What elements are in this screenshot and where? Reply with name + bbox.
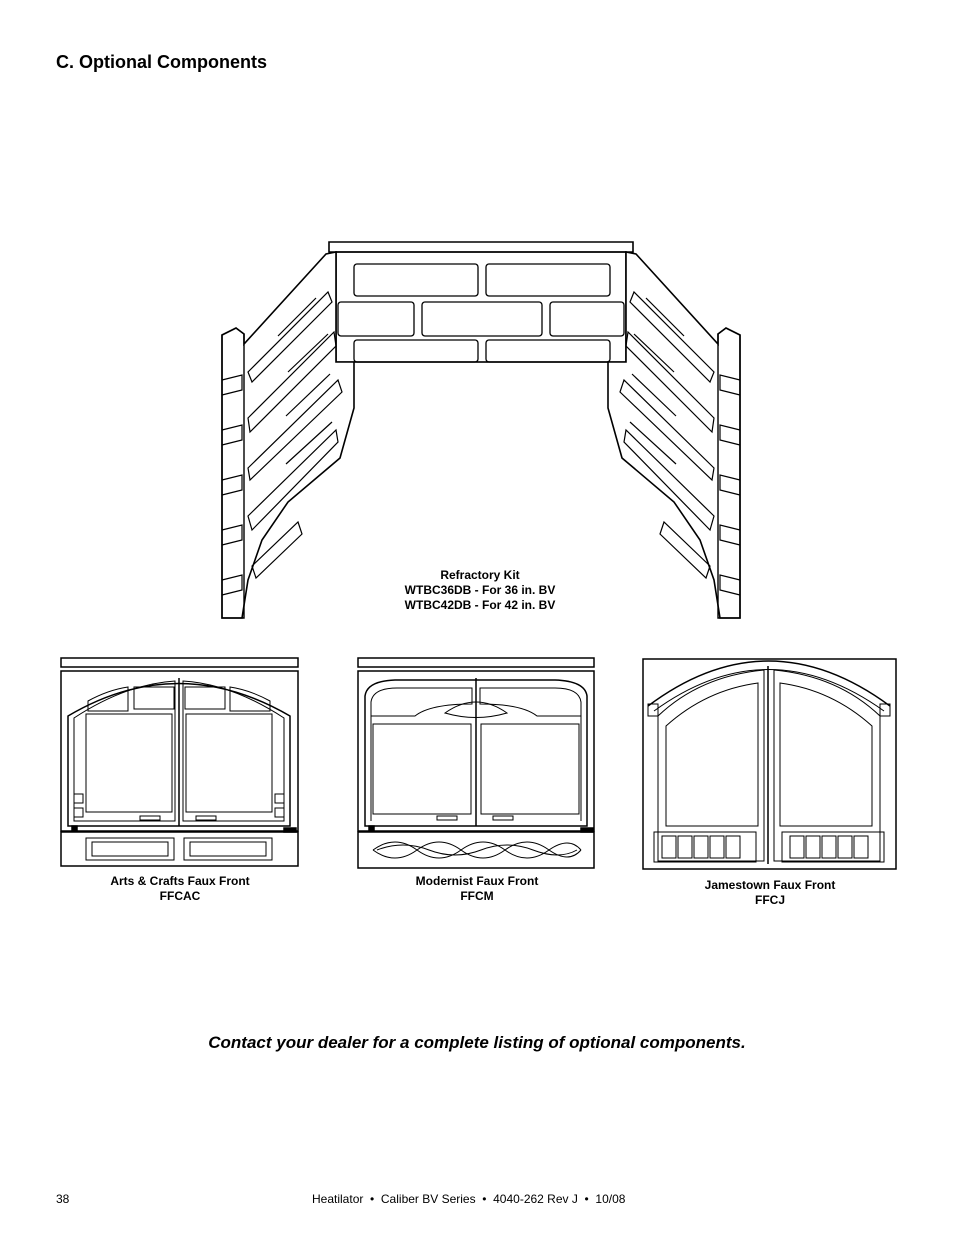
modernist-name: Modernist Faux Front xyxy=(415,874,539,888)
modernist-code: FFCM xyxy=(460,889,494,903)
arts-crafts-caption: Arts & Crafts Faux Front FFCAC xyxy=(80,874,280,904)
section-title: C. Optional Components xyxy=(56,52,267,72)
arts-crafts-code: FFCAC xyxy=(159,889,201,903)
refractory-kit-model-42: WTBC42DB - For 42 in. BV xyxy=(404,598,556,612)
refractory-kit-title: Refractory Kit xyxy=(440,568,520,582)
refractory-kit-caption: Refractory Kit WTBC36DB - For 36 in. BV … xyxy=(380,568,580,613)
modernist-front-illustration xyxy=(355,656,599,872)
jamestown-front-illustration xyxy=(640,656,900,874)
footer-text: Heatilator • Caliber BV Series • 4040-26… xyxy=(312,1192,626,1206)
contact-dealer-note: Contact your dealer for a complete listi… xyxy=(208,1033,746,1052)
arts-crafts-name: Arts & Crafts Faux Front xyxy=(110,874,250,888)
refractory-kit-model-36: WTBC36DB - For 36 in. BV xyxy=(404,583,556,597)
jamestown-name: Jamestown Faux Front xyxy=(704,878,836,892)
jamestown-code: FFCJ xyxy=(755,893,785,907)
modernist-caption: Modernist Faux Front FFCM xyxy=(377,874,577,904)
arts-crafts-front-illustration xyxy=(58,656,302,872)
jamestown-caption: Jamestown Faux Front FFCJ xyxy=(670,878,870,908)
page-number: 38 xyxy=(56,1192,70,1206)
refractory-kit-illustration xyxy=(218,240,744,625)
